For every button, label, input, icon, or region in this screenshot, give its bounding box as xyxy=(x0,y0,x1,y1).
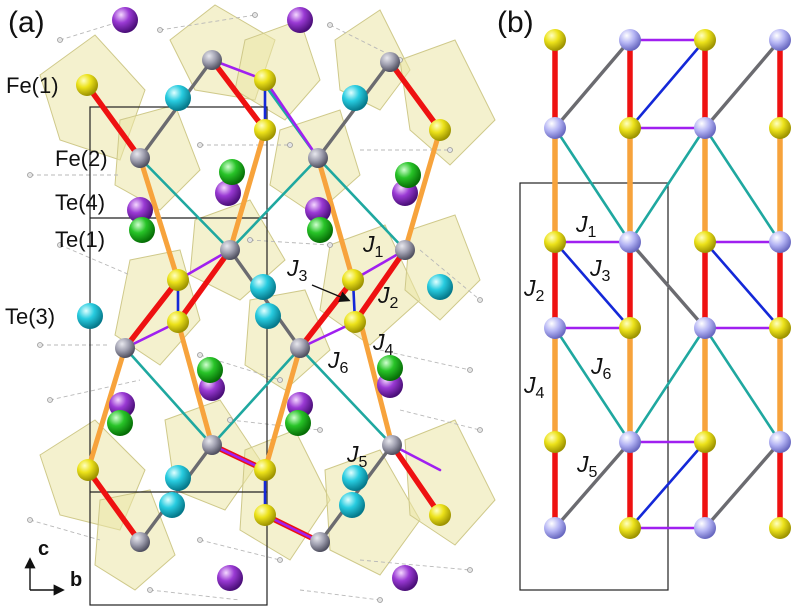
te3-atoms xyxy=(77,85,453,518)
te4-atoms xyxy=(109,7,418,591)
te1-label: Te(1) xyxy=(55,227,105,252)
te4-label: Te(4) xyxy=(55,190,105,215)
axes-indicator xyxy=(24,557,65,596)
fe1-label: Fe(1) xyxy=(6,73,59,98)
j4-label-b: J4 xyxy=(523,372,545,402)
j3-label-b: J3 xyxy=(589,255,611,285)
exchange-bonds-b xyxy=(552,37,783,531)
j6-label-a: J6 xyxy=(327,347,349,377)
j2-label-b: J2 xyxy=(523,275,545,305)
fe2-label: Fe(2) xyxy=(55,146,108,171)
coupling-labels-a: J1 J3 J2 J4 J6 J5 xyxy=(286,231,399,471)
panel-b-schematic: (b) xyxy=(497,6,791,591)
te3-label: Te(3) xyxy=(5,304,55,329)
site-labels: (a) Fe(1) Fe(2) Te(4) Te(1) Te(3) xyxy=(5,6,108,329)
j5-label-b: J5 xyxy=(576,451,598,481)
j1-label-b: J1 xyxy=(575,211,597,241)
j4-label-a: J4 xyxy=(372,329,394,359)
b-axis-label: b xyxy=(70,569,82,591)
j2-label-a: J2 xyxy=(377,282,399,312)
panel-a-label: (a) xyxy=(8,6,45,39)
j1-label-a: J1 xyxy=(362,231,384,261)
panel-a-structure: (a) Fe(1) Fe(2) Te(4) Te(1) Te(3) J1 J3 … xyxy=(5,4,496,606)
j3-pointer-arrow xyxy=(311,284,351,302)
coupling-labels-b: J1 J3 J2 J6 J4 J5 xyxy=(523,211,612,481)
c-axis-label: c xyxy=(38,538,49,560)
fe1-atoms-b xyxy=(544,29,791,539)
fe2-atoms-b xyxy=(544,29,791,539)
j3-label-a: J3 xyxy=(286,255,308,285)
j6-label-b: J6 xyxy=(590,353,612,383)
panel-b-label: (b) xyxy=(497,6,534,39)
j5-label-a: J5 xyxy=(346,441,368,471)
fe1-atoms-a xyxy=(76,69,451,526)
fe2-atoms-a xyxy=(115,50,415,552)
te1-atoms xyxy=(107,159,421,436)
